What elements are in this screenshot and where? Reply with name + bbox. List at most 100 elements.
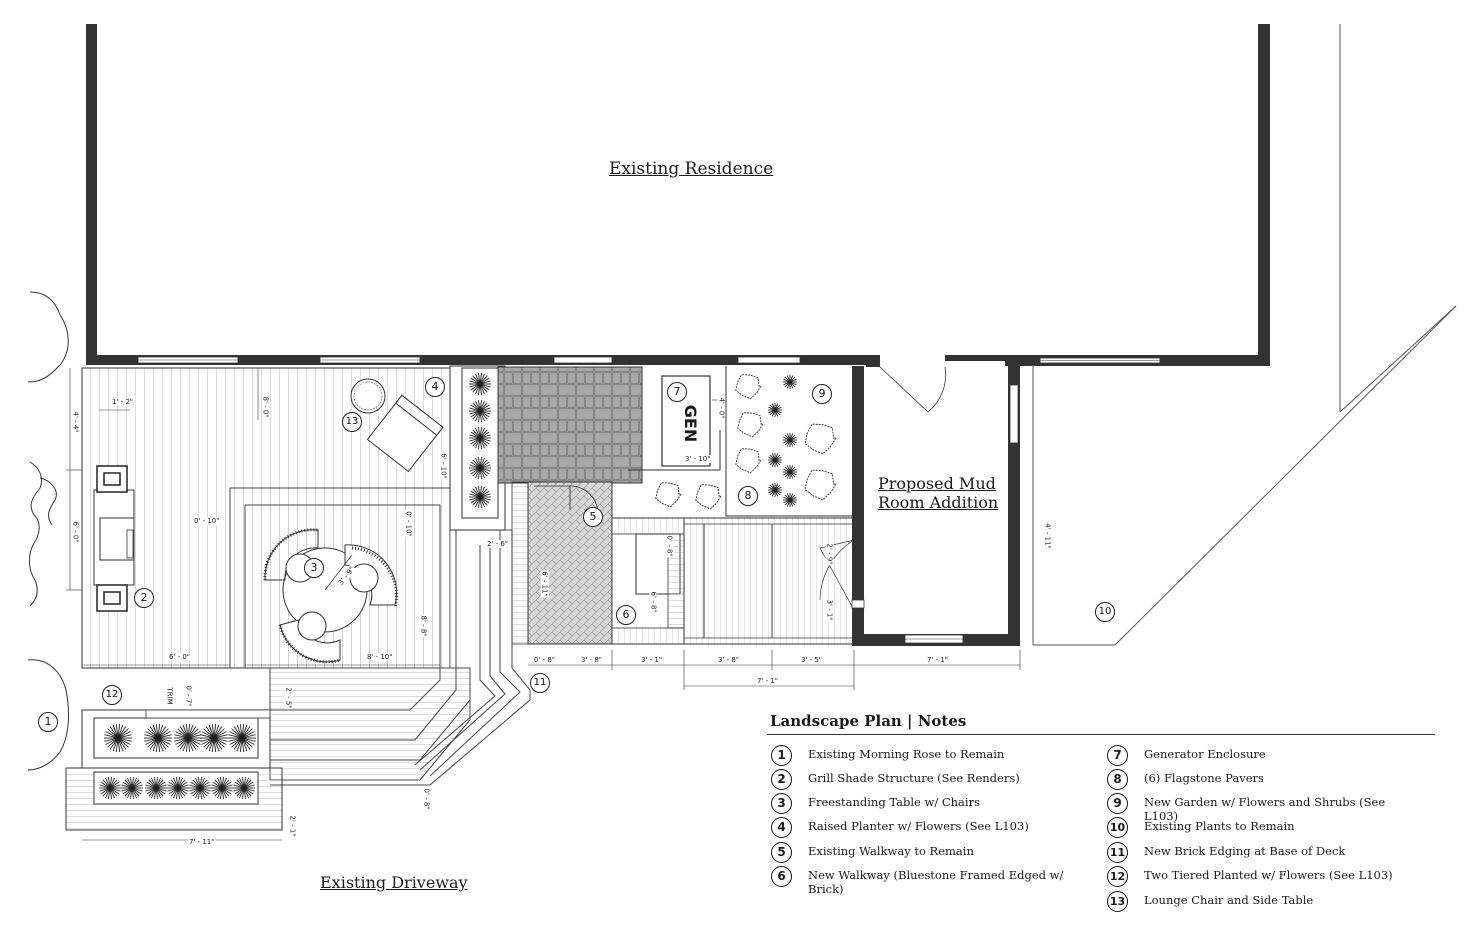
note-item-4: 4 Raised Planter w/ Flowers (See L103) [771,817,1078,838]
shrub-symbol [469,400,491,422]
shrub-symbol [783,375,797,389]
two-tiered-planter [65,709,283,841]
callout-2: 2 [134,588,154,608]
shrub-symbol [121,777,143,799]
driveway-label: Existing Driveway [320,873,468,892]
paver-patio [497,366,643,484]
bottom-dimension-lines [528,650,1021,690]
dim-8-10: 8' - 10" [366,653,394,661]
shrub-symbol [228,724,256,752]
note-text: Existing Morning Rose to Remain [808,747,1005,761]
note-number: 8 [1107,769,1128,790]
mudroom-label-line2: Room Addition [878,493,999,512]
shrub-symbol [768,483,782,497]
dim-4-4: 4' - 4" [71,410,80,434]
dim-0-8a: 0' - 8" [422,787,431,811]
shrub-symbol [469,373,491,395]
note-text: Raised Planter w/ Flowers (See L103) [808,819,1029,833]
perennial-symbol [804,423,837,455]
raised-planter [449,365,506,531]
dim-6-10: 6' - 10" [439,452,448,480]
dim-8-0: 8' - 0" [261,395,270,419]
perennial-symbol [737,412,764,438]
dim-6-8: 6' - 8" [649,590,658,614]
note-number: 5 [771,842,792,863]
callout-11: 11 [530,673,550,693]
shrub-symbol [469,427,491,449]
callout-6: 6 [616,605,636,625]
note-item-1: 1 Existing Morning Rose to Remain [771,745,1078,766]
flagstone-pavers [655,482,722,510]
perennial-symbol [804,469,837,501]
note-text: (6) Flagstone Pavers [1144,771,1264,785]
callout-1: 1 [38,712,58,732]
mud-room-addition [851,355,1020,646]
dim-6-11: 6' - 11" [540,570,549,598]
existing-walkway [511,481,613,645]
dim-0-10a: 0' - 10" [193,517,221,525]
callout-10: 10 [1095,602,1115,622]
shrub-symbol [783,433,797,447]
dim-trim: TRIM [165,686,174,706]
note-text: Existing Plants to Remain [1144,819,1295,833]
dim-7-1-mudroom: 7' - 1" [926,656,950,664]
note-text: Existing Walkway to Remain [808,844,974,858]
shrub-symbol [469,486,491,508]
residence-walls [86,24,1457,646]
notes-title: Landscape Plan | Notes [770,712,967,730]
note-number: 4 [771,817,792,838]
note-item-7: 7 Generator Enclosure [1107,745,1414,766]
existing-plants-left [27,291,69,771]
dim-2-5: 2' - 5" [284,686,293,710]
dim-1-2: 1' - 2" [111,398,135,406]
note-item-8: 8 (6) Flagstone Pavers [1107,769,1414,790]
perennial-symbol [735,374,762,400]
note-text: New Brick Edging at Base of Deck [1144,844,1346,858]
shrub-symbol [104,724,132,752]
note-text: Two Tiered Planted w/ Flowers (See L103) [1144,868,1393,882]
callout-9: 9 [812,384,832,404]
shrub-symbol [144,724,172,752]
shrub-symbol [99,777,121,799]
note-text: Generator Enclosure [1144,747,1266,761]
lounge-chair-side-table [350,378,444,473]
note-text: New Garden w/ Flowers and Shrubs (See L1… [1144,795,1386,823]
dim-3-1: 3' - 1" [640,656,664,664]
perennial-symbol [735,448,762,474]
note-text: Lounge Chair and Side Table [1144,893,1314,907]
callout-8: 8 [738,486,758,506]
note-number: 3 [771,793,792,814]
notes-divider [767,734,1435,735]
dim-0-10b: 0' - 10" [404,510,413,538]
dim-7-1-steps: 7' - 1" [756,677,780,685]
dim-3-5: 3' - 5" [800,656,824,664]
shrub-symbol [768,403,782,417]
dim-6-0-horizontal: 6' - 0" [168,653,192,661]
callout-5: 5 [583,507,603,527]
shrub-symbol [174,724,202,752]
generator-label: GEN [681,404,701,443]
note-number: 1 [771,745,792,766]
dim-3-1b: 3' - 1" [825,598,834,622]
dim-2-1: 2' - 1" [288,814,297,838]
callout-3: 3 [304,558,324,578]
note-text: Grill Shade Structure (See Renders) [808,771,1020,785]
dim-3-8b: 3' - 8" [717,656,741,664]
callout-12: 12 [102,685,122,705]
callout-4: 4 [425,377,445,397]
dim-2-9: 2' - 9" [825,542,834,566]
note-item-10: 10 Existing Plants to Remain [1107,817,1414,838]
note-number: 10 [1107,817,1128,838]
dim-4-0: 4' - 0" [717,396,726,420]
dim-0-8b: 0' - 8" [533,656,557,664]
note-number: 7 [1107,745,1128,766]
residence-label: Existing Residence [609,159,774,179]
perennial-symbol [655,482,682,508]
note-number: 9 [1107,793,1128,814]
shrub-symbol [768,453,782,467]
